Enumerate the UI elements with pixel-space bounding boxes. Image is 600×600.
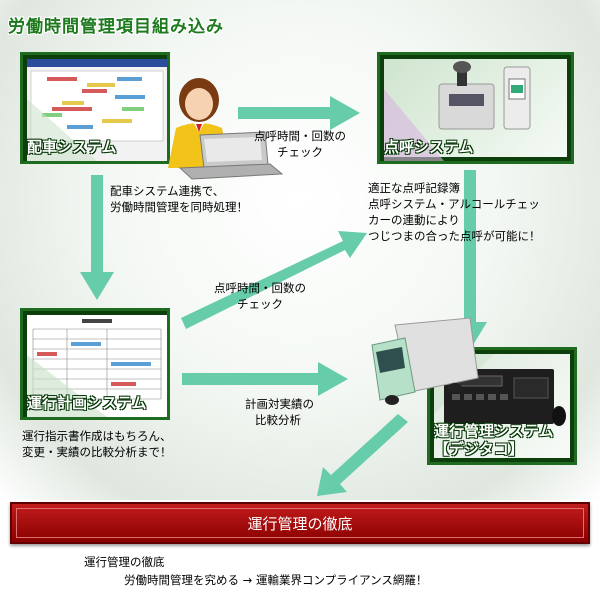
page-title: 労働時間管理項目組み込み (8, 17, 224, 37)
arrow-keikaku-to-tenko (181, 231, 367, 329)
digitaco-photo (434, 354, 570, 458)
note-line: つじつまの合った点呼が可能に！ (368, 229, 541, 243)
footer-line-2: 労働時間管理を究める → 運輸業界コンプライアンス網羅！ (124, 573, 428, 587)
note-line: 変更・実績の比較分析まで！ (22, 445, 172, 459)
note-tenko-desc: 適正な点呼記録簿 点呼システム・アルコールチェッ カーの連動により つじつまの合… (368, 180, 541, 244)
note-line: 適正な点呼記録簿 (368, 181, 460, 195)
digitaco-label: 運行管理システム 【デジタコ】 (434, 422, 554, 458)
note-line: 点呼システム・アルコールチェッ (368, 197, 540, 211)
alcohol-checker-graphic (384, 61, 531, 161)
haisha-screenshot (27, 59, 167, 161)
digital-tachograph-graphic (434, 354, 566, 426)
keikaku-document (27, 315, 167, 417)
banner-label: 運行管理の徹底 (16, 508, 584, 538)
note-line: 点呼時間・回数の (254, 129, 346, 143)
note-line: チェック (237, 297, 283, 311)
digitaco-label-sub: 【デジタコ】 (434, 440, 524, 458)
note-line: カーの連動により (368, 213, 460, 227)
arrow-haisha-to-tenko (238, 96, 360, 130)
plan-sheet-graphic (27, 315, 167, 417)
note-keikaku-truck: 計画対実績の 比較分析 (245, 396, 314, 428)
note-line: 配車システム連携で、 (110, 184, 225, 198)
note-line: 運行指示書作成はもちろん、 (22, 429, 172, 443)
laptop-icon (178, 131, 284, 180)
compliance-banner: 運行管理の徹底 (10, 502, 590, 544)
arrow-keikaku-to-truck (182, 362, 348, 396)
truck-icon (371, 317, 479, 405)
arrow-digitaco-to-banner (317, 414, 408, 496)
note-line: 計画対実績の (245, 397, 314, 411)
note-line: 比較分析 (255, 413, 301, 427)
note-line: 点呼時間・回数の (214, 281, 306, 295)
note-keikaku-desc: 運行指示書作成はもちろん、 変更・実績の比較分析まで！ (22, 428, 172, 460)
tenko-photo (384, 59, 567, 161)
arrow-tenko-to-digitaco (453, 170, 487, 350)
note-line: 労働時間管理を同時処理！ (110, 200, 248, 214)
note-line: チェック (277, 145, 323, 159)
panel-tenko-system[interactable]: 点呼システム (377, 52, 574, 164)
tenko-label: 点呼システム (384, 138, 474, 156)
panel-unkou-keikaku-system[interactable]: 運行計画システム (20, 308, 170, 420)
note-haisha-desc: 配車システム連携で、 労働時間管理を同時処理！ (110, 183, 248, 215)
spreadsheet-graphic (27, 59, 167, 161)
arrow-haisha-to-keikaku (80, 175, 114, 300)
panel-digitaco-system[interactable]: 運行管理システム 【デジタコ】 (427, 347, 577, 465)
footer-line-1: 運行管理の徹底 (84, 555, 165, 569)
haisha-label: 配車システム (27, 138, 117, 156)
note-keikaku-tenko: 点呼時間・回数の チェック (200, 280, 320, 312)
unkou-keikaku-label: 運行計画システム (27, 394, 147, 412)
digitaco-label-main: 運行管理システム (434, 422, 554, 440)
note-haisha-tenko: 点呼時間・回数の チェック (240, 128, 360, 160)
panel-haisha-system[interactable]: 配車システム (20, 52, 170, 164)
